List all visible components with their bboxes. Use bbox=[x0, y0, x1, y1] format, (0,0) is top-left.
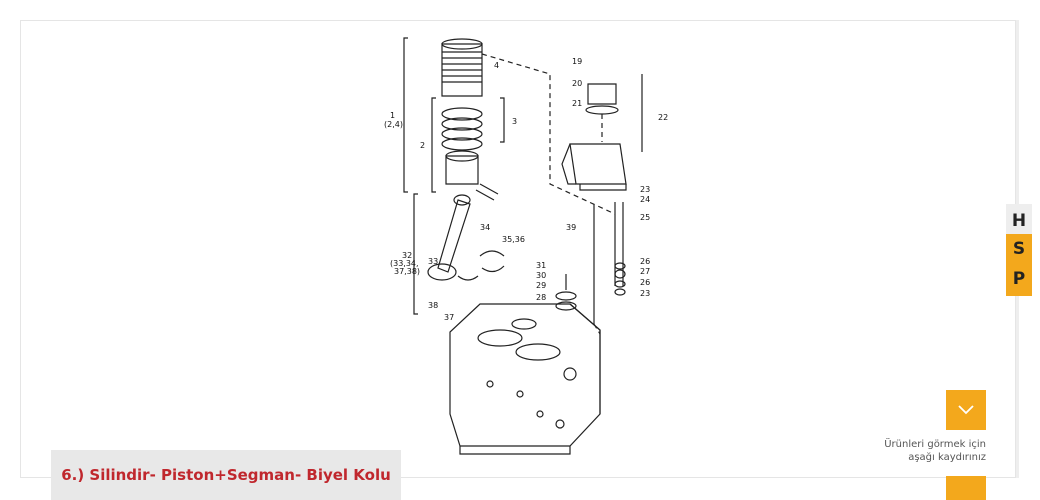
part-label: 21 bbox=[572, 99, 582, 108]
part-label: 4 bbox=[494, 61, 499, 70]
part-label: 31 bbox=[536, 261, 546, 270]
part-label: 32 bbox=[402, 251, 412, 260]
part-label: 38 bbox=[428, 301, 438, 310]
part-label: 25 bbox=[640, 213, 650, 222]
part-label: 28 bbox=[536, 293, 546, 302]
part-label: 24 bbox=[640, 195, 650, 204]
part-label: 33 bbox=[428, 257, 438, 266]
hsp-logo-badge[interactable]: H S P bbox=[1006, 204, 1032, 296]
part-label: 23 bbox=[640, 185, 650, 194]
part-label: 27 bbox=[640, 267, 650, 276]
part-label: 29 bbox=[536, 281, 546, 290]
chevron-down-icon bbox=[958, 405, 974, 415]
part-label: (33,34, bbox=[390, 259, 419, 268]
part-label: 3 bbox=[512, 117, 517, 126]
part-label: 2 bbox=[420, 141, 425, 150]
parts-diagram-svg: 1 (2,4) 2 3 4 19 20 21 22 23 24 25 26 27… bbox=[384, 37, 668, 455]
part-label: 39 bbox=[566, 223, 576, 232]
badge-letter: S bbox=[1013, 239, 1025, 259]
scroll-hint-line2: aşağı kaydırınız bbox=[908, 452, 986, 463]
part-label: 20 bbox=[572, 79, 582, 88]
part-label: 19 bbox=[572, 57, 582, 66]
scroll-hint: Ürünleri görmek için aşağı kaydırınız bbox=[840, 438, 986, 464]
part-label: 37 bbox=[444, 313, 454, 322]
scroll-down-button[interactable] bbox=[946, 390, 986, 430]
section-title: 6.) Silindir- Piston+Segman- Biyel Kolu bbox=[61, 466, 391, 484]
part-label: 30 bbox=[536, 271, 546, 280]
scroll-hint-line1: Ürünleri görmek için bbox=[884, 439, 986, 450]
part-label: 23 bbox=[640, 289, 650, 298]
badge-letter: H bbox=[1012, 211, 1026, 231]
hsp-logo: H S P bbox=[1006, 204, 1032, 296]
part-label: 35,36 bbox=[502, 235, 525, 244]
part-label: 26 bbox=[640, 278, 650, 287]
scroll-down-button-secondary[interactable] bbox=[946, 476, 986, 500]
part-label: (2,4) bbox=[384, 120, 403, 129]
exploded-parts-diagram: 1 (2,4) 2 3 4 19 20 21 22 23 24 25 26 27… bbox=[370, 34, 680, 474]
part-label: 37,38) bbox=[394, 267, 420, 276]
part-label: 22 bbox=[658, 113, 668, 122]
part-label: 34 bbox=[480, 223, 490, 232]
part-label: 1 bbox=[390, 111, 395, 120]
part-label: 26 bbox=[640, 257, 650, 266]
section-caption: 6.) Silindir- Piston+Segman- Biyel Kolu bbox=[51, 450, 401, 500]
badge-letter: P bbox=[1013, 269, 1025, 289]
